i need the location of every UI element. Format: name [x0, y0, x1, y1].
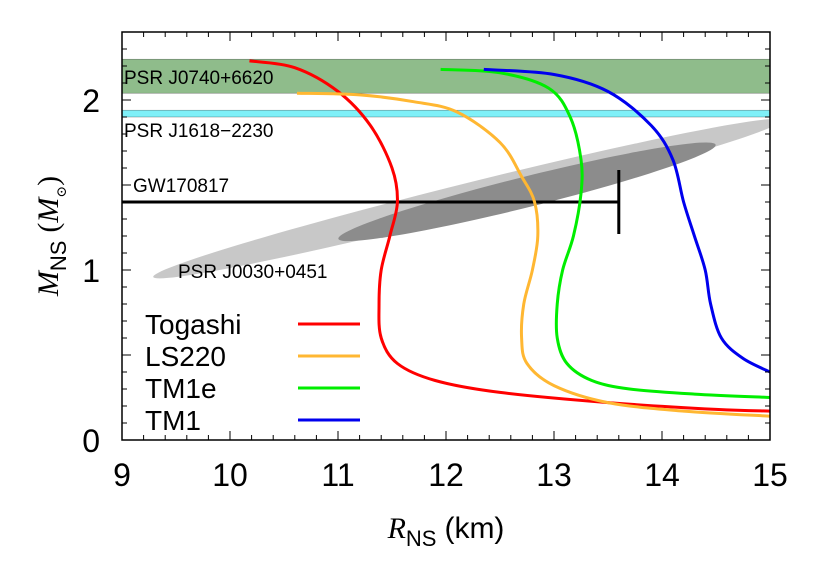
- curve-tm1e: [440, 67, 770, 399]
- curve-tm1: [483, 67, 770, 374]
- x-tick-label: 14: [644, 457, 680, 493]
- band-0: [122, 58, 770, 94]
- curve-togashi: [249, 59, 770, 413]
- y-axis-sub: NS: [46, 241, 71, 272]
- x-axis-title: RNS (km): [387, 512, 505, 551]
- legend-label-tm1e: TM1e: [145, 373, 217, 404]
- y-axis-var: M: [32, 269, 65, 297]
- ellipse-inner: [338, 142, 716, 242]
- j0030-label: PSR J0030+0451: [178, 262, 327, 283]
- x-tick-label: 12: [428, 457, 464, 493]
- band-label-j1618: PSR J1618−2230: [124, 121, 273, 142]
- x-tick-label: 9: [113, 457, 131, 493]
- legend-label-togashi: Togashi: [145, 309, 242, 340]
- axis-ticks: [121, 31, 771, 441]
- y-axis-title: MNS(M⊙): [32, 176, 71, 297]
- y-tick-label: 2: [82, 83, 100, 119]
- x-tick-label: 11: [321, 457, 354, 493]
- curve-ls220: [296, 91, 770, 418]
- pulsar-mass-bands: [122, 58, 770, 118]
- x-axis-sub: NS: [406, 526, 437, 551]
- legend-label-tm1: TM1: [145, 405, 201, 436]
- x-tick-label: 13: [536, 457, 572, 493]
- x-tick-label: 15: [752, 457, 788, 493]
- legend-label-ls220: LS220: [145, 341, 226, 372]
- x-axis-unit: (km): [444, 512, 504, 545]
- gw170817-label: GW170817: [133, 176, 229, 197]
- nicer-ellipses: [153, 118, 770, 279]
- y-axis-unit-var: M: [32, 196, 65, 224]
- y-axis-unit-open: (: [32, 223, 65, 233]
- eos-curves: [249, 59, 770, 418]
- band-1: [122, 109, 770, 118]
- x-tick-label: 10: [212, 457, 248, 493]
- band-label-j0740: PSR J0740+6620: [124, 68, 273, 89]
- y-axis-unit-sub: ⊙: [55, 186, 70, 198]
- y-tick-label: 1: [82, 253, 100, 289]
- x-axis-var: R: [387, 512, 406, 545]
- y-axis-unit-close: ): [32, 176, 65, 186]
- y-tick-label: 0: [82, 423, 100, 459]
- plot-background: [122, 32, 770, 440]
